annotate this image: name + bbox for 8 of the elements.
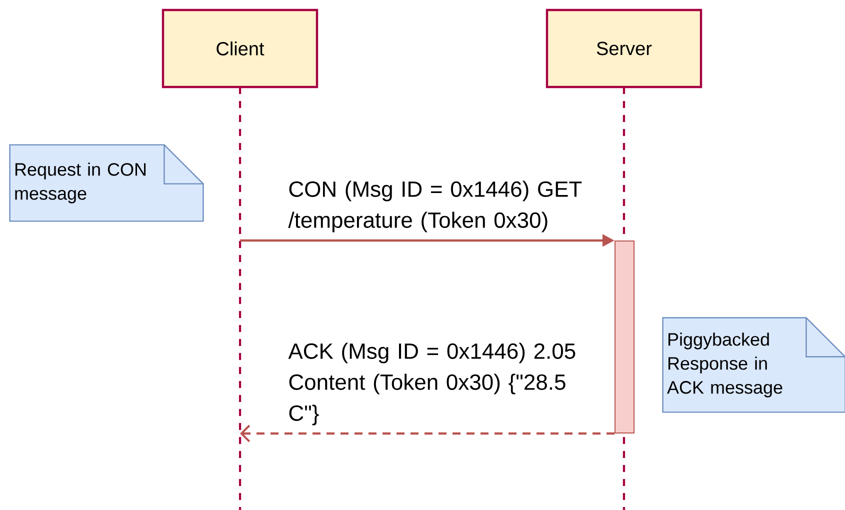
message-label: CON (Msg ID = 0x1446) GET /temperature (Token 0x30) xyxy=(288,180,582,232)
note: Piggybacked Response in ACK message xyxy=(662,317,845,413)
participant-box: Server xyxy=(546,8,702,88)
participant-box: Client xyxy=(162,8,318,88)
activation-bar xyxy=(614,240,634,434)
note: Request in CON message xyxy=(9,144,204,222)
message-arrow xyxy=(240,424,614,442)
message-label: ACK (Msg ID = 0x1446) 2.05 Content (Token 0x30) {"28.5 C"} xyxy=(288,342,576,426)
